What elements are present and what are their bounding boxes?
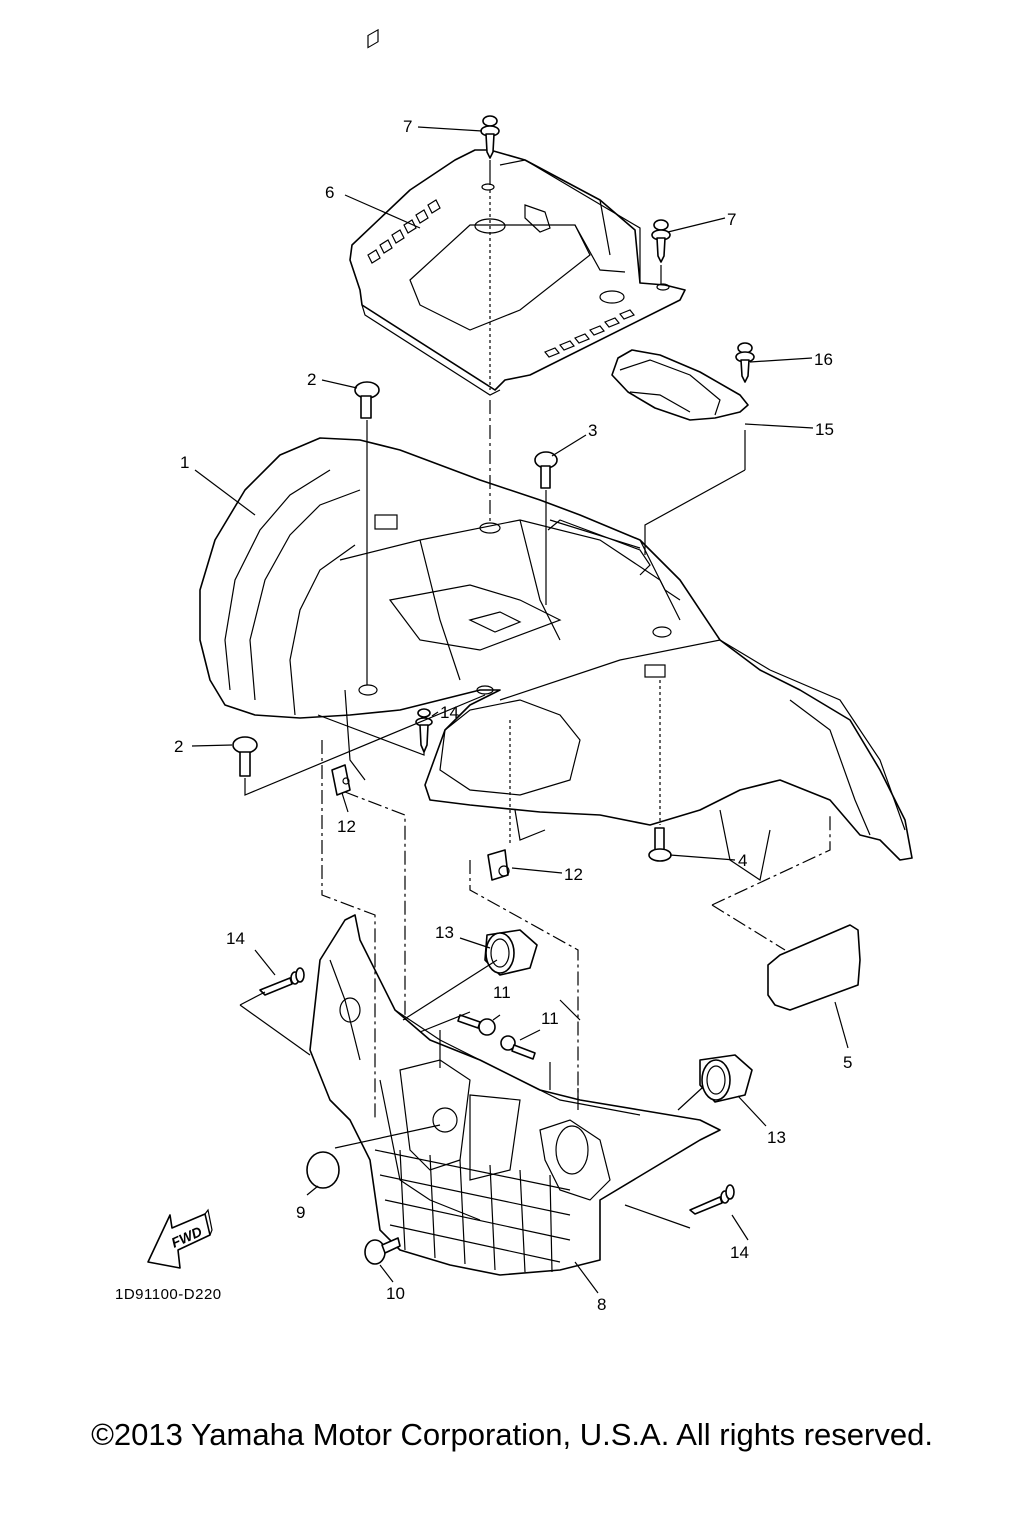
flap[interactable]: [767, 924, 861, 1011]
callout-5: 5: [843, 1053, 852, 1072]
rivet-grille-right[interactable]: [689, 1184, 735, 1215]
parts-diagram: 7 6 7 16 15 2 3 1 2 14 12 12 4 14 13 11 …: [115, 28, 913, 1314]
callout-10: 10: [386, 1284, 405, 1303]
cover-bracket[interactable]: [611, 349, 749, 421]
nut-clip-right[interactable]: [487, 849, 510, 881]
callout-9: 9: [296, 1203, 305, 1222]
bolt-grille-right[interactable]: [500, 1035, 536, 1060]
callout-14a: 14: [440, 703, 459, 722]
rivet-grille-left[interactable]: [259, 967, 305, 996]
bolt-grille-left[interactable]: [457, 1014, 496, 1036]
callout-13b: 13: [767, 1128, 786, 1147]
cap[interactable]: [306, 1151, 340, 1189]
callout-2a: 2: [307, 370, 316, 389]
rivet-right[interactable]: [651, 219, 671, 263]
bolt-lower[interactable]: [232, 736, 258, 777]
callout-8: 8: [597, 1295, 606, 1314]
rivet-left[interactable]: [480, 115, 500, 159]
callout-15: 15: [815, 420, 834, 439]
callout-13a: 13: [435, 923, 454, 942]
front-carrier-cover[interactable]: [349, 28, 686, 396]
nut-clip-left[interactable]: [331, 764, 351, 796]
grommet-left[interactable]: [484, 929, 538, 976]
callout-6: 6: [325, 183, 334, 202]
callout-7b: 7: [727, 210, 736, 229]
copyright-notice: ©2013 Yamaha Motor Corporation, U.S.A. A…: [91, 1417, 933, 1452]
grommet-right[interactable]: [699, 1054, 753, 1103]
vent-slots-left: [367, 28, 379, 49]
callout-11a: 11: [493, 983, 511, 1002]
bolt-right[interactable]: [648, 827, 672, 862]
rivet-bracket[interactable]: [735, 342, 755, 383]
bolt-center[interactable]: [534, 451, 558, 489]
callout-14c: 14: [730, 1243, 749, 1262]
callout-2b: 2: [174, 737, 183, 756]
diagram-code: 1D91100-D220: [115, 1286, 222, 1303]
callout-3: 3: [588, 421, 597, 440]
callout-7a: 7: [403, 117, 412, 136]
callout-11b: 11: [541, 1009, 559, 1028]
callout-4: 4: [738, 851, 747, 870]
assembly-lines: [239, 160, 831, 1229]
bolt-upper[interactable]: [354, 381, 380, 419]
bolt-grille[interactable]: [364, 1237, 401, 1265]
callout-labels: 7 6 7 16 15 2 3 1 2 14 12 12 4 14 13 11 …: [174, 117, 852, 1314]
front-fender[interactable]: [199, 437, 913, 881]
callout-14b: 14: [226, 929, 245, 948]
callout-leaders: [191, 126, 849, 1294]
forward-direction-arrow: FWD: [147, 1208, 213, 1269]
callout-12b: 12: [564, 865, 583, 884]
callout-16: 16: [814, 350, 833, 369]
rivet-center[interactable]: [415, 708, 433, 753]
callout-12a: 12: [337, 817, 356, 836]
callout-1: 1: [180, 453, 189, 472]
